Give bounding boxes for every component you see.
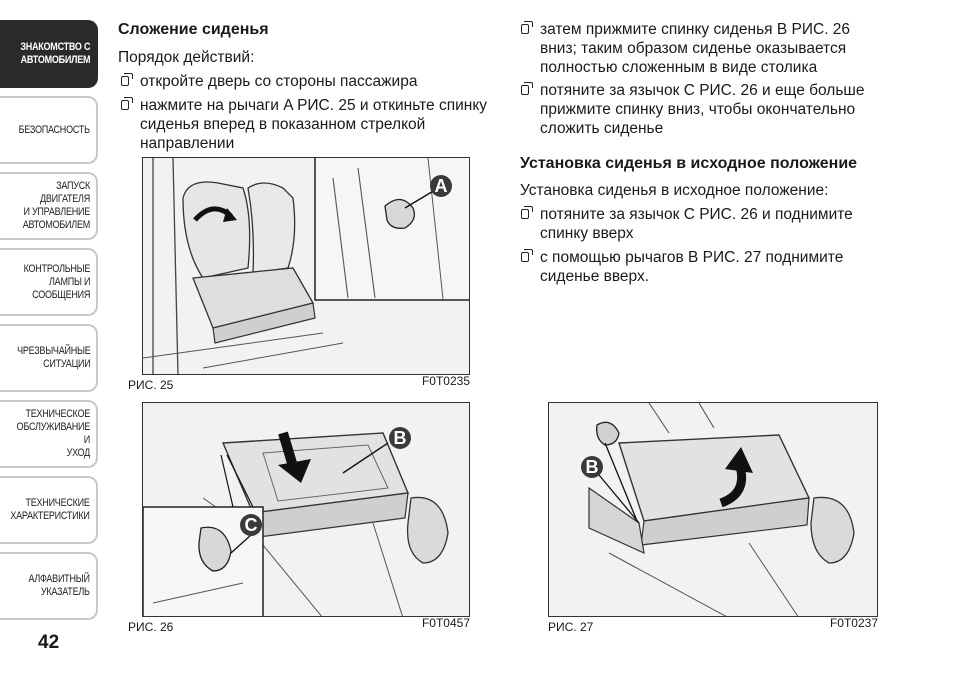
tab-label: ТЕХНИЧЕСКОЕ ОБСЛУЖИВАНИЕ И УХОД <box>16 408 91 459</box>
callout-a-marker <box>430 175 452 197</box>
seat-drawing: A <box>143 158 469 374</box>
list-item-text: затем прижмите спинку сиденья В РИС. 26 … <box>540 21 851 76</box>
tab-label: ЗАПУСК ДВИГАТЕЛЯ И УПРАВЛЕНИЕ АВТОМОБИЛЕ… <box>22 180 90 231</box>
callout-c-label: C <box>245 515 258 535</box>
figure-27-code: F0T0237 <box>829 616 878 630</box>
list-item: потяните за язычок С РИС. 26 и еще больш… <box>518 81 878 138</box>
figure-26-code: F0T0457 <box>421 616 470 630</box>
bullet-icon <box>521 21 533 34</box>
seat-drawing: B <box>549 403 877 616</box>
section-heading-folding: Сложение сиденья <box>118 21 269 38</box>
callout-b-marker <box>581 456 603 478</box>
tab-index[interactable]: АЛФАВИТНЫЙ УКАЗАТЕЛЬ <box>0 552 98 620</box>
tab-specifications[interactable]: ТЕХНИЧЕСКИЕ ХАРАКТЕРИСТИКИ <box>0 476 98 544</box>
tab-safety[interactable]: БЕЗОПАСНОСТЬ <box>0 96 98 164</box>
list-item-text: откройте дверь со стороны пассажира <box>140 73 418 90</box>
bullet-icon <box>521 206 533 219</box>
list-item-text: с помощью рычагов В РИС. 27 поднимите си… <box>540 249 844 285</box>
list-item: с помощью рычагов В РИС. 27 поднимите си… <box>518 248 878 286</box>
tab-label: ТЕХНИЧЕСКИЕ ХАРАКТЕРИСТИКИ <box>10 497 90 522</box>
list-item: откройте дверь со стороны пассажира <box>118 72 488 91</box>
tab-warning-lights[interactable]: КОНТРОЛЬНЫЕ ЛАМПЫ И СООБЩЕНИЯ <box>0 248 98 316</box>
tab-label: АЛФАВИТНЫЙ УКАЗАТЕЛЬ <box>28 573 90 598</box>
callout-b-label: B <box>586 457 599 477</box>
page-number: 42 <box>38 632 60 653</box>
tab-emergencies[interactable]: ЧРЕЗВЫЧАЙНЫЕ СИТУАЦИИ <box>0 324 98 392</box>
callout-b-label: B <box>394 428 407 448</box>
figure-26-caption: РИС. 26 <box>128 620 174 634</box>
tab-label: ЗНАКОМСТВО С АВТОМОБИЛЕМ <box>20 41 91 66</box>
callout-b-marker <box>389 427 411 449</box>
tab-label: БЕЗОПАСНОСТЬ <box>18 123 90 136</box>
seat-drawing: B C <box>143 403 469 616</box>
figure-25-seat-illustration: A <box>142 157 470 375</box>
figure-27-caption: РИС. 27 <box>548 620 594 634</box>
list-item: потяните за язычок С РИС. 26 и поднимите… <box>518 205 878 243</box>
tab-label: ЧРЕЗВЫЧАЙНЫЕ СИТУАЦИИ <box>16 345 91 370</box>
intro-text: Установка сиденья в исходное положение: <box>520 182 829 199</box>
callout-a-label: A <box>435 176 448 196</box>
tab-starting-driving[interactable]: ЗАПУСК ДВИГАТЕЛЯ И УПРАВЛЕНИЕ АВТОМОБИЛЕ… <box>0 172 98 240</box>
figure-26-seat-folding: B C <box>142 402 470 617</box>
callout-c-marker <box>240 514 262 536</box>
list-item: нажмите на рычаги A РИС. 25 и откиньте с… <box>118 96 493 153</box>
list-item-text: нажмите на рычаги A РИС. 25 и откиньте с… <box>140 97 488 152</box>
list-item-text: потяните за язычок С РИС. 26 и еще больш… <box>540 82 865 137</box>
bullet-icon <box>521 249 533 262</box>
figure-27-seat-restore: B <box>548 402 878 617</box>
bullet-icon <box>521 82 533 95</box>
bullet-icon <box>121 97 133 110</box>
tab-label: КОНТРОЛЬНЫЕ ЛАМПЫ И СООБЩЕНИЯ <box>23 262 90 301</box>
list-item: затем прижмите спинку сиденья В РИС. 26 … <box>518 20 878 77</box>
intro-text: Порядок действий: <box>118 49 255 66</box>
tab-vehicle-intro[interactable]: ЗНАКОМСТВО С АВТОМОБИЛЕМ <box>0 20 98 88</box>
bullet-icon <box>121 73 133 86</box>
figure-25-caption: РИС. 25 <box>128 378 174 392</box>
tab-maintenance[interactable]: ТЕХНИЧЕСКОЕ ОБСЛУЖИВАНИЕ И УХОД <box>0 400 98 468</box>
list-item-text: потяните за язычок С РИС. 26 и поднимите… <box>540 206 853 242</box>
section-heading-restore: Установка сиденья в исходное положение <box>520 155 858 172</box>
figure-25-code: F0T0235 <box>421 374 470 388</box>
